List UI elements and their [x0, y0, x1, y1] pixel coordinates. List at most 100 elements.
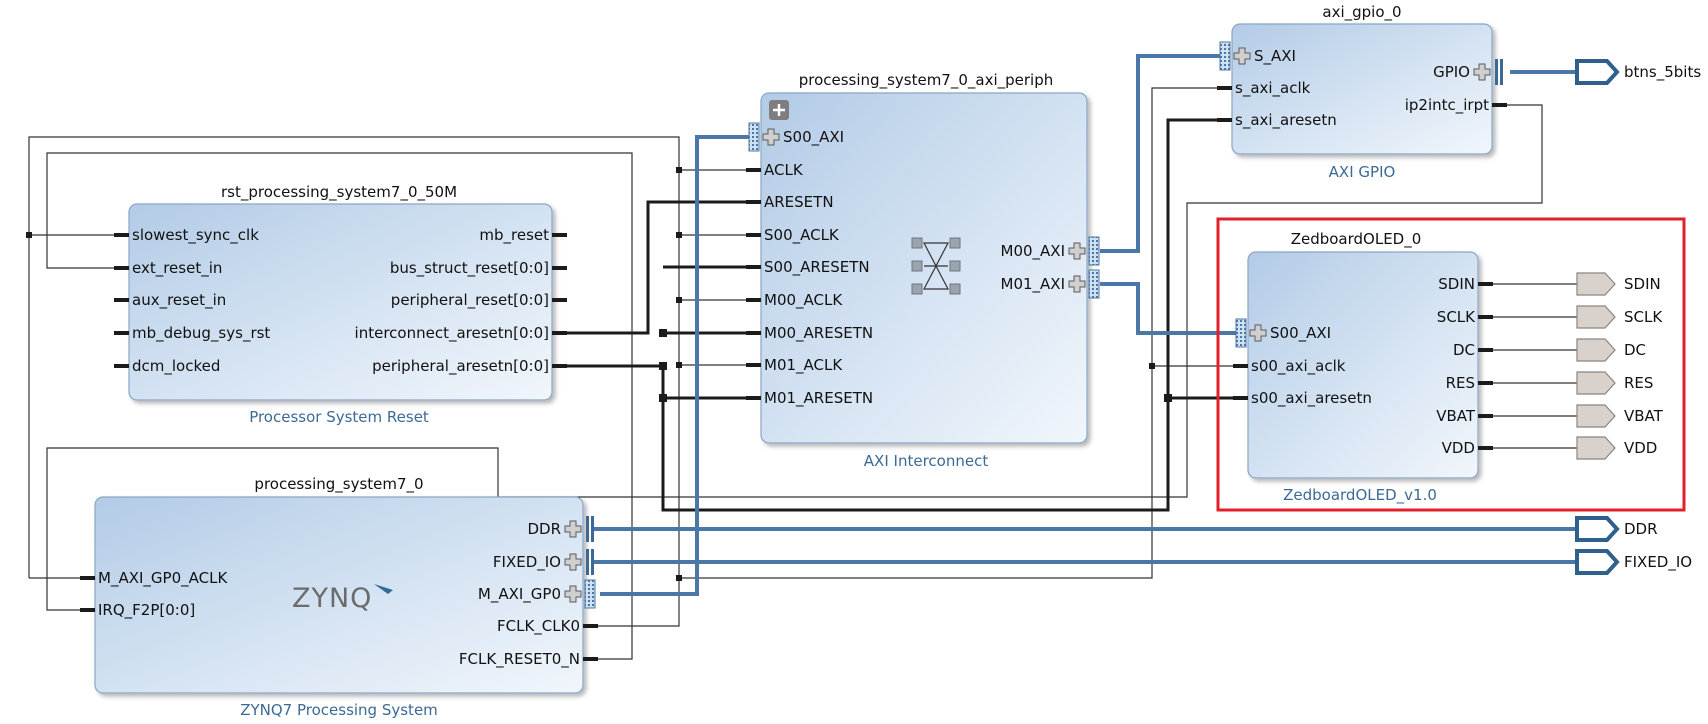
port-s-axi-aresetn[interactable]: s_axi_aresetn [1217, 111, 1337, 130]
pin-stub [1217, 86, 1232, 90]
port-s-axi-aclk[interactable]: s_axi_aclk [1217, 79, 1311, 98]
port-label: s_axi_aresetn [1235, 111, 1337, 130]
port-m01-aclk[interactable]: M01_ACLK [746, 356, 843, 375]
port-sdin[interactable]: SDIN [1438, 275, 1493, 293]
bus-expand-icon[interactable] [564, 553, 582, 571]
bus-expand-icon[interactable] [1249, 324, 1267, 342]
port-res[interactable]: RES [1446, 374, 1493, 392]
block-ip-type: Processor System Reset [249, 408, 429, 426]
port-label: slowest_sync_clk [132, 226, 259, 245]
external-port-sclk[interactable]: SCLK [1576, 305, 1663, 329]
port-m00-axi[interactable]: M00_AXI [1001, 236, 1100, 266]
external-port-fixed-io[interactable]: FIXED_IO [1575, 549, 1692, 575]
port-sclk[interactable]: SCLK [1437, 308, 1493, 326]
port-m00-aclk[interactable]: M00_ACLK [746, 291, 843, 310]
port-fixed-io[interactable]: FIXED_IO [493, 549, 594, 575]
port-vbat[interactable]: VBAT [1436, 407, 1493, 425]
port-s00-aclk[interactable]: S00_ACLK [746, 226, 840, 245]
external-port-btns-5bits[interactable]: btns_5bits [1575, 59, 1701, 85]
port-label: aux_reset_in [132, 291, 226, 310]
port-label: VDD [1442, 439, 1475, 457]
bus-expand-icon[interactable] [762, 128, 780, 146]
port-label: M00_ACLK [764, 291, 843, 310]
external-port-label: RES [1624, 374, 1653, 392]
pin-stub [1233, 396, 1248, 400]
pin-stub [552, 298, 567, 302]
bus-expand-icon[interactable] [1068, 275, 1086, 293]
port-s00-axi[interactable]: S00_AXI [748, 122, 844, 152]
port-interconnect-aresetn-0-0[interactable]: interconnect_aresetn[0:0] [355, 324, 567, 343]
port-aux-reset-in[interactable]: aux_reset_in [114, 291, 226, 310]
bus-expand-icon[interactable] [1233, 47, 1251, 65]
bus-expand-icon[interactable] [564, 520, 582, 538]
pin-stub [552, 331, 567, 335]
port-label: ext_reset_in [132, 259, 222, 278]
port-s00-aresetn[interactable]: S00_ARESETN [746, 258, 870, 277]
port-dc[interactable]: DC [1453, 341, 1493, 359]
bus-expand-icon[interactable] [1473, 63, 1491, 81]
block-instance-name: processing_system7_0_axi_periph [799, 71, 1054, 90]
port-s-axi[interactable]: S_AXI [1219, 41, 1296, 71]
block-axi-gpio[interactable]: axi_gpio_0 AXI GPIO S_AXIs_axi_aclks_axi… [1217, 3, 1507, 181]
port-ddr[interactable]: DDR [527, 516, 594, 542]
port-s00-axi[interactable]: S00_AXI [1235, 318, 1331, 348]
external-port-sdin[interactable]: SDIN [1576, 272, 1661, 296]
external-port-res[interactable]: RES [1576, 371, 1653, 395]
port-ip2intc-irpt[interactable]: ip2intc_irpt [1405, 96, 1507, 115]
pin-stub [746, 200, 761, 204]
port-fclk-reset0-n[interactable]: FCLK_RESET0_N [459, 650, 598, 669]
port-s00-axi-aresetn[interactable]: s00_axi_aresetn [1233, 389, 1372, 408]
block-body[interactable] [94, 496, 584, 694]
block-zynq7-processing-system[interactable]: processing_system7_0 ZYNQ7 Processing Sy… [80, 475, 598, 719]
bus-interface-icon [1088, 269, 1100, 299]
bus-bar-icon [586, 549, 589, 575]
block-ip-type: AXI Interconnect [864, 452, 989, 470]
port-peripheral-reset-0-0[interactable]: peripheral_reset[0:0] [391, 291, 567, 310]
port-label: DC [1453, 341, 1475, 359]
bus-expand-icon[interactable] [564, 585, 582, 603]
external-port-vbat[interactable]: VBAT [1576, 404, 1664, 428]
port-m01-axi[interactable]: M01_AXI [1001, 269, 1100, 299]
pin-stub [583, 624, 598, 628]
port-mb-reset[interactable]: mb_reset [479, 226, 567, 245]
port-fclk-clk0[interactable]: FCLK_CLK0 [497, 617, 598, 636]
port-peripheral-aresetn-0-0[interactable]: peripheral_aresetn[0:0] [372, 357, 567, 376]
port-m-axi-gp0-aclk[interactable]: M_AXI_GP0_ACLK [80, 569, 228, 588]
output-port-icon [1576, 272, 1616, 296]
pin-stub [552, 266, 567, 270]
bus-expand-icon[interactable] [1068, 242, 1086, 260]
net-interconnect-aresetn [548, 200, 761, 335]
port-mb-debug-sys-rst[interactable]: mb_debug_sys_rst [114, 324, 270, 343]
port-bus-struct-reset-0-0[interactable]: bus_struct_reset[0:0] [390, 259, 567, 278]
external-port-ddr[interactable]: DDR [1575, 516, 1658, 542]
port-slowest-sync-clk[interactable]: slowest_sync_clk [114, 226, 259, 245]
svg-text:ZYNQ: ZYNQ [292, 583, 372, 614]
port-label: ARESETN [764, 193, 834, 211]
port-label: S00_ACLK [764, 226, 840, 245]
port-m01-aresetn[interactable]: M01_ARESETN [746, 389, 873, 408]
port-s00-axi-aclk[interactable]: s00_axi_aclk [1233, 357, 1346, 376]
port-label: FIXED_IO [493, 553, 561, 572]
bus-bar-icon [1495, 59, 1498, 85]
port-label: SDIN [1438, 275, 1475, 293]
block-ip-type: ZYNQ7 Processing System [240, 701, 438, 719]
pin-stub [114, 266, 129, 270]
bus-interface-icon [1088, 236, 1100, 266]
port-label: IRQ_F2P[0:0] [98, 601, 195, 620]
port-gpio[interactable]: GPIO [1433, 59, 1503, 85]
port-ext-reset-in[interactable]: ext_reset_in [114, 259, 222, 278]
port-m-axi-gp0[interactable]: M_AXI_GP0 [478, 579, 596, 609]
port-aclk[interactable]: ACLK [746, 161, 804, 179]
port-irq-f2p-0-0[interactable]: IRQ_F2P[0:0] [80, 601, 195, 620]
expand-button[interactable] [769, 100, 789, 120]
external-port-vdd[interactable]: VDD [1576, 436, 1657, 460]
block-zedboard-oled[interactable]: ZedboardOLED_0 ZedboardOLED_v1.0 S00_AXI… [1233, 230, 1493, 505]
port-m00-aresetn[interactable]: M00_ARESETN [746, 324, 873, 343]
port-aresetn[interactable]: ARESETN [746, 193, 834, 211]
port-dcm-locked[interactable]: dcm_locked [114, 357, 220, 376]
port-vdd[interactable]: VDD [1442, 439, 1493, 457]
block-processor-system-reset[interactable]: rst_processing_system7_0_50M Processor S… [114, 183, 567, 426]
block-axi-interconnect[interactable]: processing_system7_0_axi_periph AXI Inte… [746, 71, 1100, 470]
external-port-dc[interactable]: DC [1576, 338, 1646, 362]
